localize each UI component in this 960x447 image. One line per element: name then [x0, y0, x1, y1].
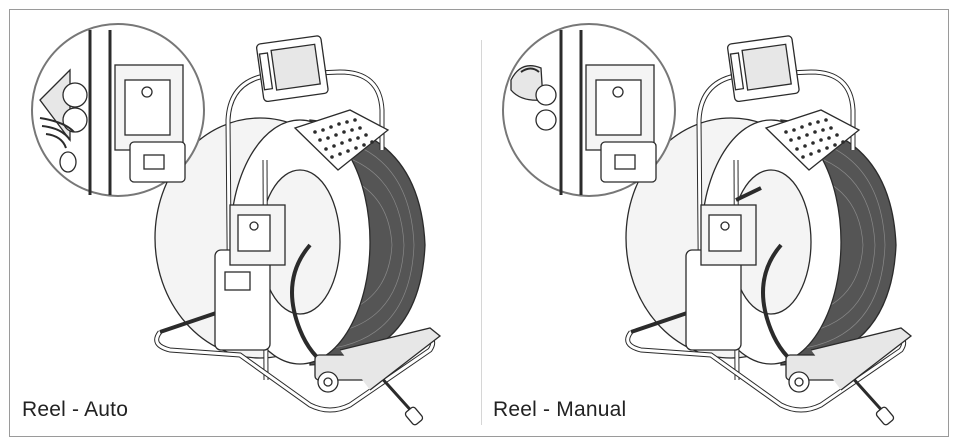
- caption-reel-manual: Reel - Manual: [493, 398, 627, 421]
- panel-reel-manual: Reel - Manual: [481, 10, 949, 436]
- monitor: [726, 35, 800, 103]
- crank-handle: [735, 186, 762, 202]
- caption-reel-auto: Reel - Auto: [22, 398, 129, 421]
- detail-inset-content: [39, 30, 186, 195]
- panel-reel-auto: Reel - Auto: [10, 10, 478, 436]
- reel-auto-illustration: [31, 23, 442, 426]
- reel-manual-illustration: [502, 23, 913, 426]
- camera-head: [788, 371, 810, 393]
- keyboard: [764, 109, 861, 171]
- figure-frame: Reel - Auto: [9, 9, 949, 437]
- panel-divider: [481, 40, 482, 425]
- camera-head: [317, 371, 339, 393]
- keyboard: [293, 109, 390, 171]
- detail-inset-content: [510, 30, 657, 195]
- monitor: [255, 35, 329, 103]
